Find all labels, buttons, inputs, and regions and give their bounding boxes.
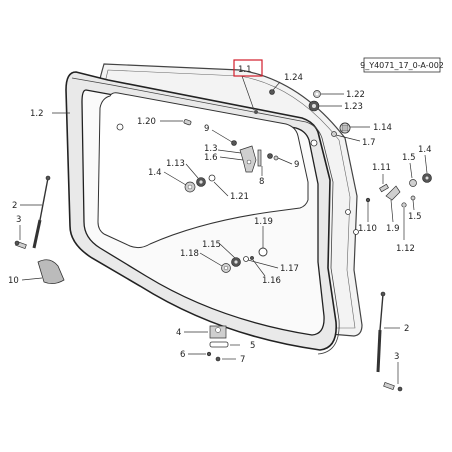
- callout-1-5-upper: 1.5: [402, 153, 416, 163]
- screw-9-upper: [231, 140, 237, 146]
- callout-2-left: 2: [12, 201, 17, 211]
- callout-6: 6: [180, 350, 185, 360]
- callout-1-24: 1.24: [284, 73, 303, 83]
- callout-1-11: 1.11: [372, 163, 391, 173]
- callout-1-20: 1.20: [137, 117, 156, 127]
- bumper-1-5: [409, 179, 417, 187]
- frame-hole: [310, 139, 318, 147]
- frame-hole: [116, 123, 124, 131]
- gas-strut-right: [376, 291, 386, 373]
- callout-3-left: 3: [16, 215, 21, 225]
- callout-1-12: 1.12: [396, 244, 415, 254]
- callout-1-22: 1.22: [346, 90, 365, 100]
- callout-1-21: 1.21: [230, 192, 249, 202]
- callout-5: 5: [250, 341, 255, 351]
- latch-striker-4: [209, 325, 227, 339]
- clip-1-12: [401, 202, 407, 208]
- clip-1-10: [365, 197, 371, 203]
- clip-1-20: [183, 119, 192, 126]
- callout-1-10: 1.10: [358, 224, 377, 234]
- callout-4: 4: [176, 328, 181, 338]
- bumper-1-5-lower: [410, 195, 416, 201]
- callout-1-3: 1.3: [204, 144, 218, 154]
- bolt-1-11: [379, 183, 389, 193]
- callout-3-right: 3: [394, 352, 399, 362]
- reference-code-box: [363, 57, 441, 73]
- callout-1-15: 1.15: [202, 240, 221, 250]
- pin-8: [257, 149, 262, 167]
- bolt-1-24: [269, 89, 275, 95]
- bushing-1-22: [313, 90, 321, 98]
- callout-9-lower: 9: [294, 160, 299, 170]
- seal-strip: [71, 77, 340, 355]
- frame-hole: [345, 209, 351, 215]
- lens-1-19: [258, 247, 268, 257]
- grommet-1-4-right: [422, 173, 432, 183]
- bracket-1-9: [385, 185, 401, 201]
- grommet-1-18: [221, 263, 231, 273]
- washer-1-17: [243, 256, 249, 262]
- ball-stud-3-left: [14, 240, 27, 250]
- callout-1-19: 1.19: [254, 217, 273, 227]
- bushing-1-13: [196, 177, 206, 187]
- callout-1-4-right: 1.4: [418, 145, 432, 155]
- callout-1-23: 1.23: [344, 102, 363, 112]
- grommet-1-4-left: [184, 181, 196, 193]
- callout-7: 7: [240, 355, 245, 365]
- leader-lines: [19, 75, 428, 384]
- cap-10: [37, 259, 65, 284]
- callout-8: 8: [259, 177, 264, 187]
- window-opening: [97, 92, 309, 249]
- plate-5: [209, 341, 229, 348]
- callout-1-7: 1.7: [362, 138, 376, 148]
- callout-1-13: 1.13: [166, 159, 185, 169]
- callout-1-1: 1.1: [238, 65, 252, 75]
- callout-1-5-lower: 1.5: [408, 212, 422, 222]
- screw-1-16: [250, 256, 254, 260]
- callout-1-4-left: 1.4: [148, 168, 162, 178]
- callout-1-16: 1.16: [262, 276, 281, 286]
- frame-hole: [353, 229, 359, 235]
- frame-hole: [254, 110, 258, 114]
- callout-2-right: 2: [404, 324, 409, 334]
- screw-6: [206, 351, 212, 357]
- callout-1-2: 1.2: [30, 109, 44, 119]
- bushing-1-15: [231, 257, 241, 267]
- callout-9-upper: 9: [204, 124, 209, 134]
- callout-1-18: 1.18: [180, 249, 199, 259]
- washer-1-21: [208, 174, 216, 182]
- ball-stud-3-right: [383, 381, 403, 392]
- bolt-7: [215, 356, 221, 362]
- washer-1-7: [331, 131, 337, 137]
- gas-strut-left: [32, 175, 51, 249]
- callout-1-14: 1.14: [373, 123, 392, 133]
- lock-cylinder-1-14: [339, 122, 351, 134]
- highlight-box: [233, 59, 263, 77]
- reference-code: 9_Y4071_17_0-A-002: [360, 61, 444, 70]
- callout-1-17: 1.17: [280, 264, 299, 274]
- callout-1-9: 1.9: [386, 224, 400, 234]
- callout-10: 10: [8, 276, 19, 286]
- callout-1-6: 1.6: [204, 153, 218, 163]
- grommet-1-23: [308, 100, 320, 112]
